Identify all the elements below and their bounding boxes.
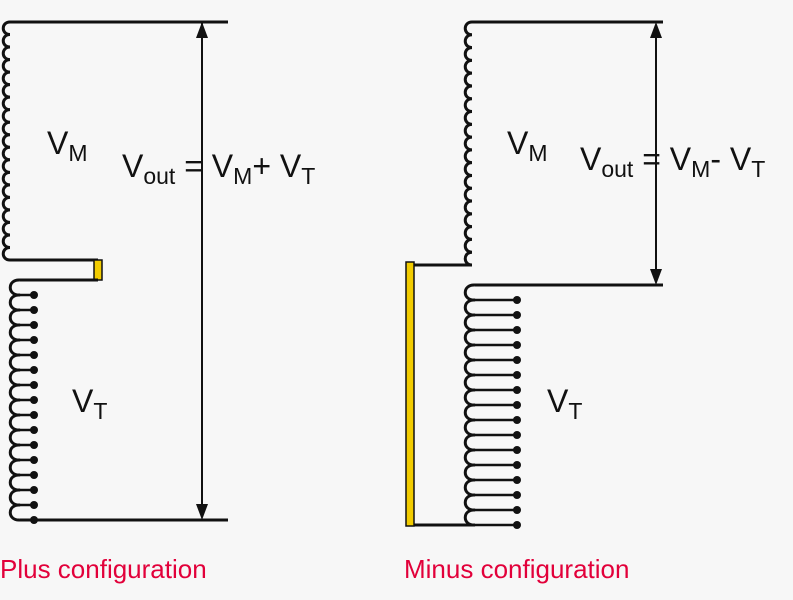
plus-configuration-caption: Plus configuration (0, 554, 207, 584)
tap-dot (513, 341, 521, 349)
tap-dot (30, 321, 38, 329)
tap-dot (30, 501, 38, 509)
minus-tap-link (405, 261, 415, 527)
plus-vt-label: VT (72, 383, 108, 424)
tap-dot (30, 456, 38, 464)
tap-dot (513, 311, 521, 319)
arrow-head-down (650, 269, 662, 285)
tap-dot (30, 381, 38, 389)
minus-tapped-winding (463, 283, 476, 527)
tap-dot (30, 411, 38, 419)
minus-main-winding (463, 20, 473, 267)
arrow-head-down (196, 504, 208, 520)
plus-tap-link (93, 259, 103, 281)
tap-dot (30, 486, 38, 494)
tap-dot (30, 396, 38, 404)
tap-dot (30, 426, 38, 434)
tap-dot (513, 446, 521, 454)
arrow-head-up (650, 22, 662, 38)
tap-dot (513, 521, 521, 529)
tap-dot (513, 296, 521, 304)
tap-dot (513, 416, 521, 424)
tap-dot (30, 471, 38, 479)
minus-vout-equation: Vout = VM- VT (580, 141, 766, 182)
tap-dot (513, 506, 521, 514)
plus-vout-equation: Vout = VM+ VT (122, 148, 316, 189)
arrow-head-up (196, 22, 208, 38)
tap-dot (513, 476, 521, 484)
plus-main-winding (1, 20, 11, 262)
tap-dot (513, 431, 521, 439)
tap-dot (30, 306, 38, 314)
minus-vt-label: VT (547, 383, 583, 424)
tap-dot (30, 351, 38, 359)
tap-dot (513, 461, 521, 469)
tap-dot (513, 371, 521, 379)
tap-dot (30, 336, 38, 344)
tap-dot (30, 291, 38, 299)
tap-dot (513, 356, 521, 364)
tap-dot (513, 326, 521, 334)
plus-vm-label: VM (47, 125, 88, 166)
minus-configuration-caption: Minus configuration (404, 554, 630, 584)
tap-dot (513, 491, 521, 499)
minus-vm-label: VM (507, 125, 548, 166)
tap-dot (513, 401, 521, 409)
plus-tapped-winding (8, 278, 21, 522)
tap-dot (513, 386, 521, 394)
tap-dot (30, 366, 38, 374)
tap-dot (30, 441, 38, 449)
